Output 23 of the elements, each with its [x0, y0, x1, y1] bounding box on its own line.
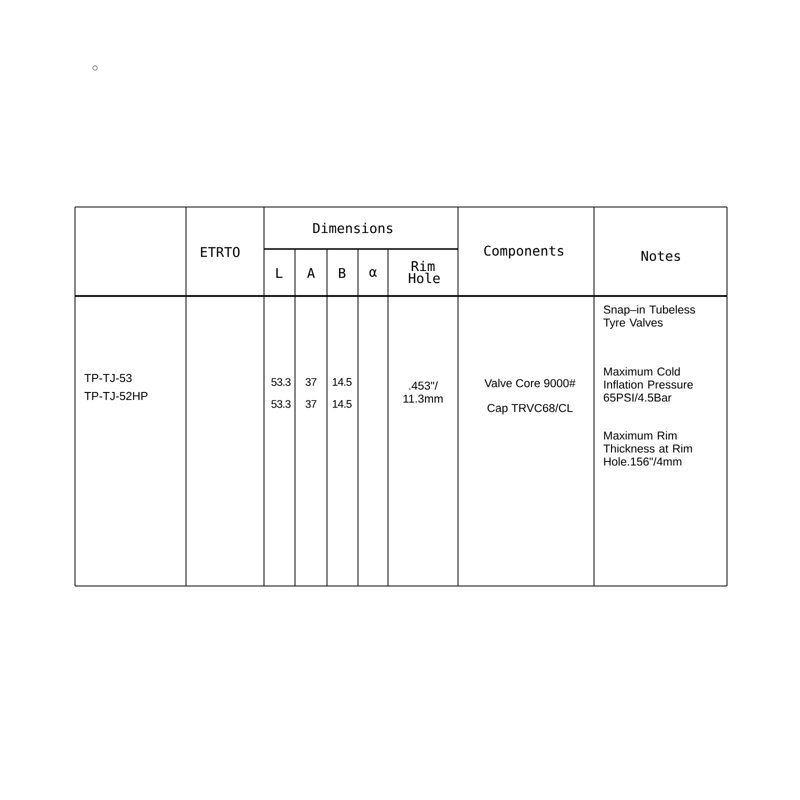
component-name: Cap TRVC68/CL — [488, 404, 573, 414]
column-header: L — [276, 268, 282, 278]
column-header: A — [307, 268, 315, 278]
column-header: Components — [484, 246, 564, 258]
column-header: Rim Hole — [408, 260, 440, 284]
dimension-value: 37 — [306, 400, 316, 408]
dimension-value: 53.3 — [271, 378, 291, 386]
note-text: Maximum Rim Thickness at Rim Hole.156"/4mm — [603, 431, 692, 466]
column-header: Dimensions — [313, 222, 392, 234]
dimension-value: 53.3 — [271, 400, 291, 408]
rim-hole-size: .453"/ 11.3mm — [404, 381, 443, 403]
note-text: Snap–in Tubeless Tyre Valves — [603, 305, 696, 329]
note-text: Maximum Cold Inflation Pressure 65PSI/4.5Bar — [604, 367, 693, 402]
column-header: B — [339, 268, 346, 278]
model-number: TP-TJ-53 — [84, 374, 132, 382]
dimension-value: 14.5 — [332, 400, 352, 408]
model-number: TP-TJ-52HP — [84, 392, 148, 400]
dimension-value: 14.5 — [332, 378, 352, 386]
column-header: Notes — [642, 250, 680, 262]
column-header: α — [369, 269, 377, 277]
dimension-value: 37 — [306, 378, 316, 386]
component-name: Valve Core 9000# — [484, 378, 576, 388]
column-header: ETRTO — [200, 246, 240, 258]
